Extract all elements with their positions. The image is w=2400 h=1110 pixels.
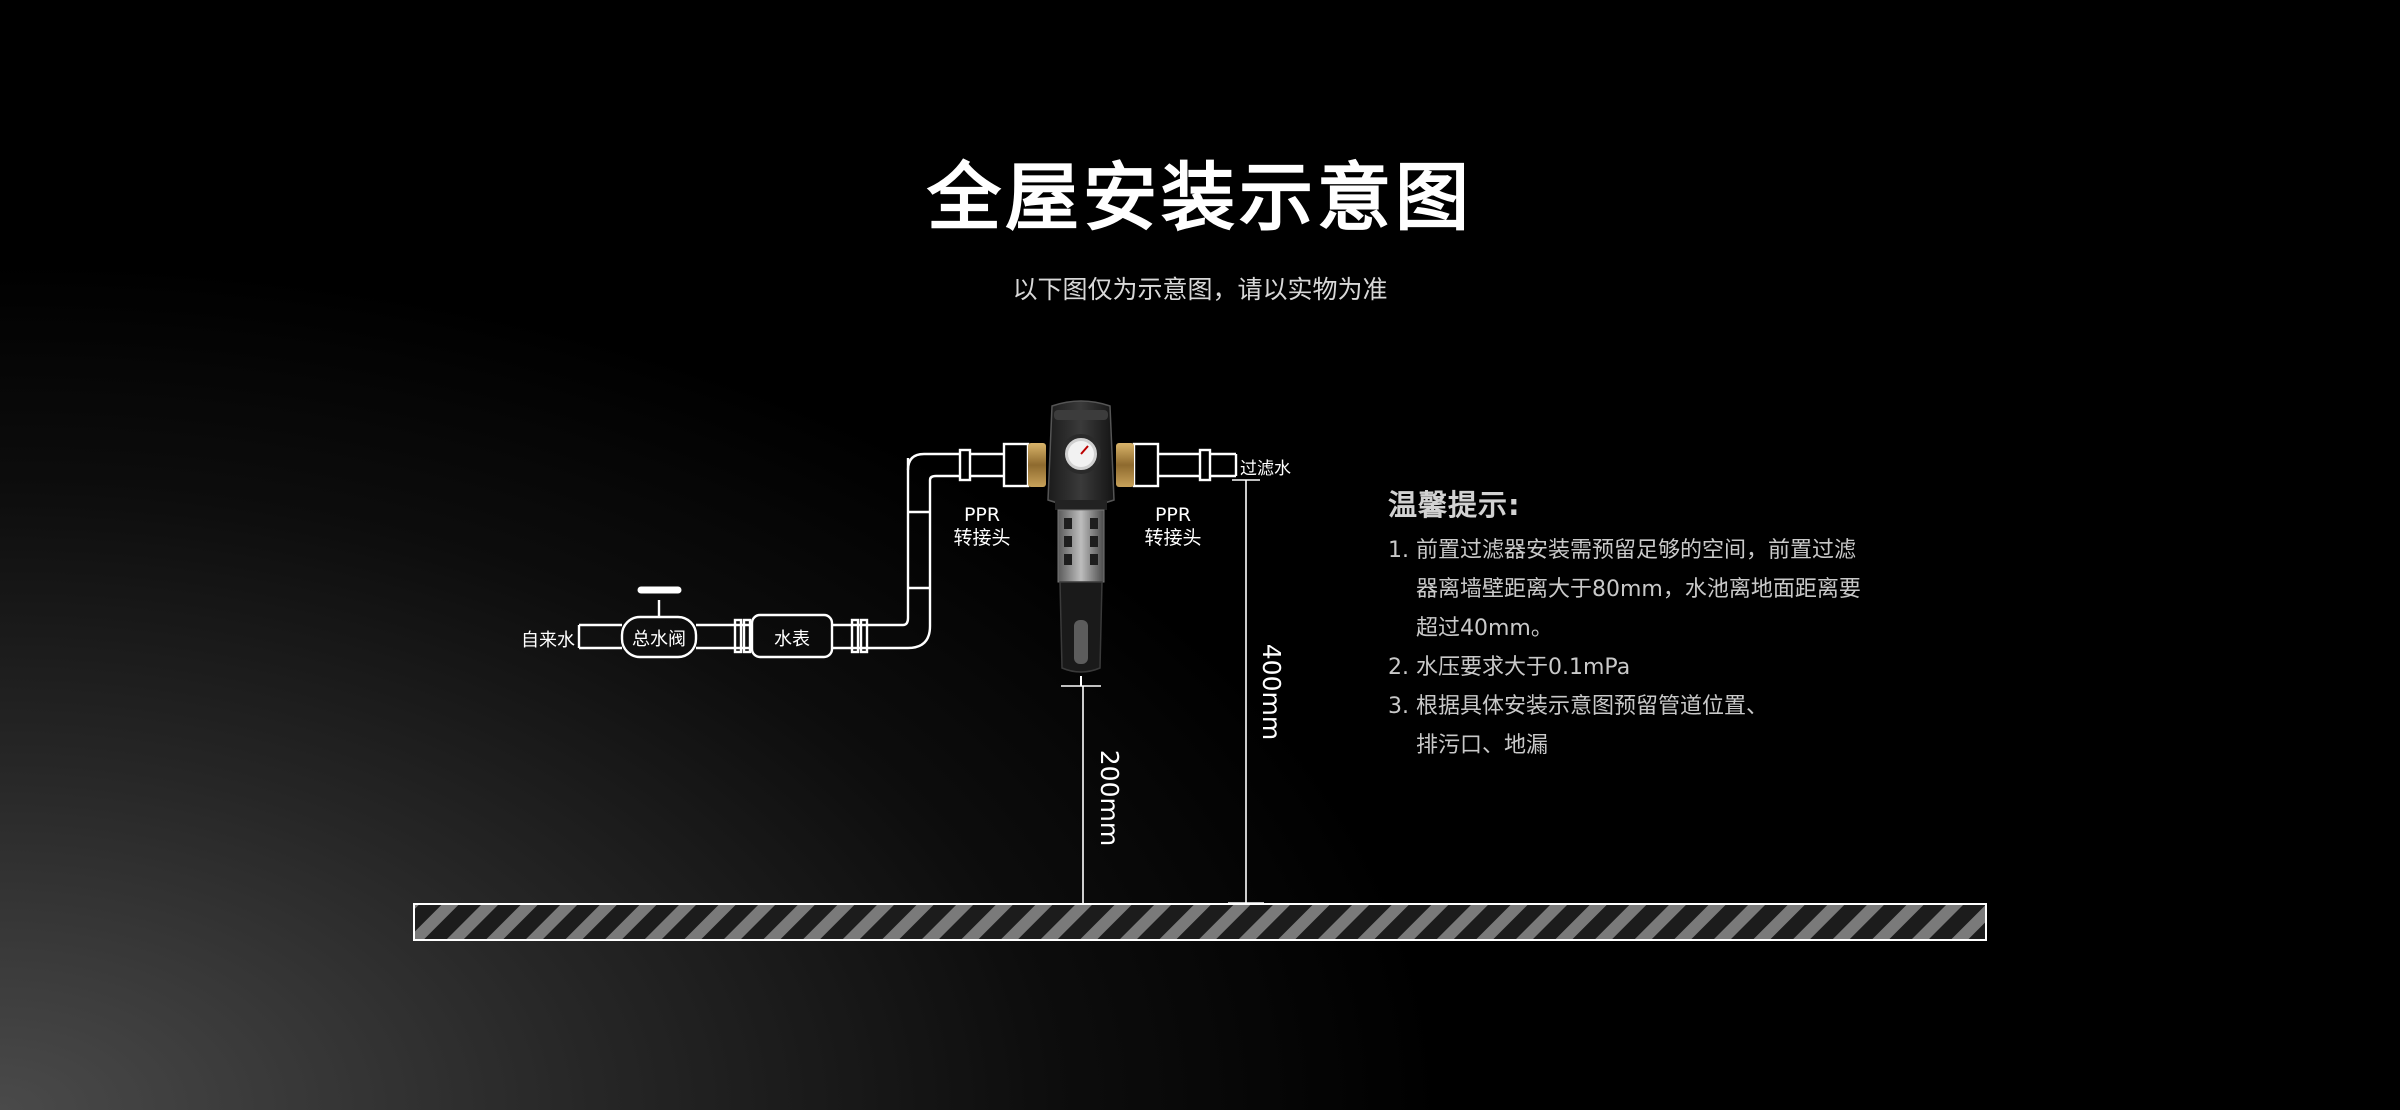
dimension-lines <box>1061 479 1264 904</box>
tip-item: 3. 根据具体安装示意图预留管道位置、 排污口、地漏 <box>1388 687 1948 765</box>
label-ppr-left-line2: 转接头 <box>953 527 1010 549</box>
floor-hatch <box>413 903 1987 941</box>
label-water-meter: 水表 <box>774 629 810 650</box>
dimension-label-400mm: 400mm <box>1257 644 1286 740</box>
tip-item: 2. 水压要求大于0.1mPa <box>1388 648 1948 687</box>
tip-line: 水压要求大于0.1mPa <box>1416 655 1631 680</box>
label-ppr-right-line1: PPR <box>1155 504 1191 526</box>
label-ppr-right-line2: 转接头 <box>1144 527 1201 549</box>
tip-number: 1. <box>1388 538 1409 563</box>
tip-line: 前置过滤器安装需预留足够的空间，前置过滤 <box>1416 538 1857 563</box>
tip-line: 器离墙壁距离大于80mm，水池离地面距离要 <box>1416 577 1861 602</box>
pipe-network <box>577 442 1238 659</box>
tip-item: 1. 前置过滤器安装需预留足够的空间，前置过滤 器离墙壁距离大于80mm，水池离… <box>1388 531 1948 648</box>
tip-number: 2. <box>1388 655 1409 680</box>
label-main-valve: 总水阀 <box>632 629 686 650</box>
tip-number: 3. <box>1388 694 1409 719</box>
tip-line: 超过40mm。 <box>1416 616 1553 641</box>
front-filter <box>1047 400 1115 686</box>
tips-panel: 温馨提示: 1. 前置过滤器安装需预留足够的空间，前置过滤 器离墙壁距离大于80… <box>1388 486 1948 765</box>
brass-fitting-right <box>1116 443 1134 487</box>
dimension-label-200mm: 200mm <box>1095 750 1124 846</box>
tips-title: 温馨提示: <box>1388 488 1521 522</box>
label-tap-water: 自来水 <box>521 630 575 651</box>
tip-line: 根据具体安装示意图预留管道位置、 <box>1416 694 1769 719</box>
label-ppr-left-line1: PPR <box>964 504 1000 526</box>
page-title: 全屋安装示意图 <box>927 155 1473 241</box>
label-filtered-water: 过滤水 <box>1240 459 1291 479</box>
brass-fitting-left <box>1028 443 1046 487</box>
tip-line: 排污口、地漏 <box>1416 733 1549 758</box>
page-subtitle: 以下图仅为示意图，请以实物为准 <box>1012 275 1388 304</box>
